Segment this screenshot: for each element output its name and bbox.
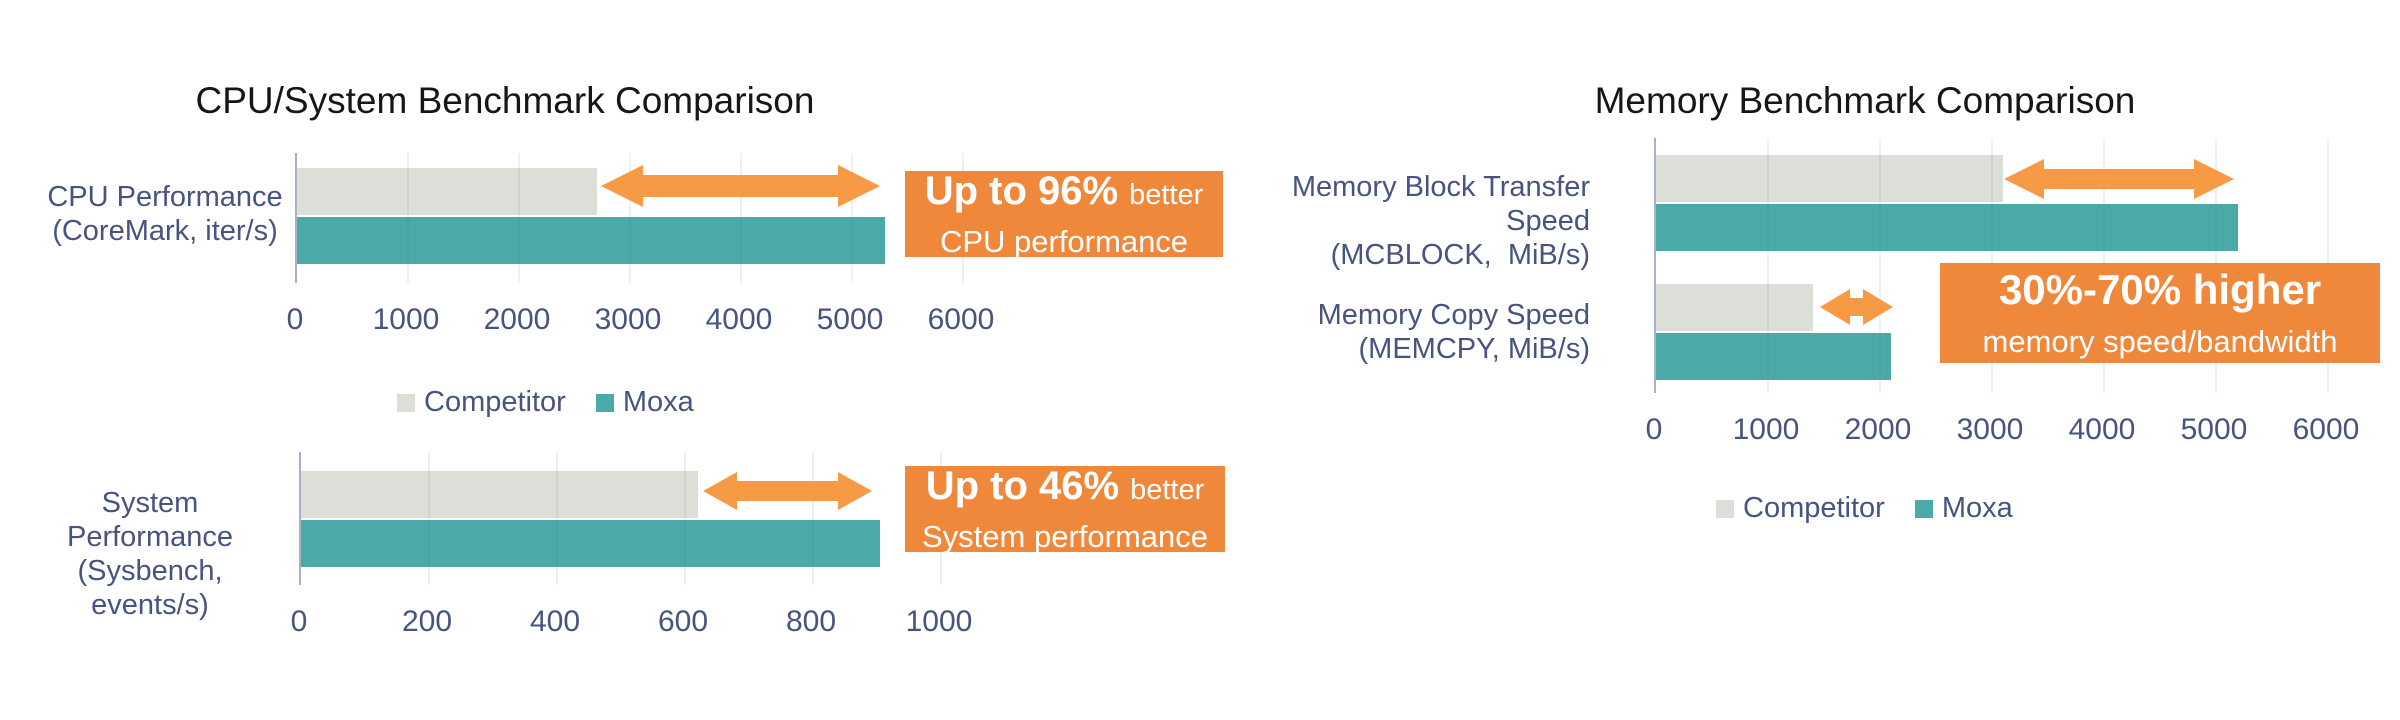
tick-label: 3000 [594,303,662,336]
tick-label: 3000 [1956,413,2024,446]
gridline [1767,138,1769,393]
moxa-bar [1656,204,2239,251]
tick-label: 1000 [905,605,973,638]
competitor-bar [1656,284,1813,331]
category-label-line: Memory Block Transfer Speed [1291,171,1590,237]
gridline [812,452,814,585]
gridline [851,153,853,283]
category-label-line: (Sysbench, events/s) [77,555,223,621]
category-label-system: System Performance (Sysbench, events/s) [17,486,283,622]
plot-area [295,153,993,283]
gridline [407,153,409,283]
legend-item-competitor: Competitor [397,386,566,419]
callout-tail-text: better [1129,179,1204,211]
legend-item-moxa: Moxa [1914,492,2013,525]
competitor-swatch-icon [397,393,415,412]
legend-label: Competitor [1743,492,1885,524]
callout-bold-text: 30%-70% higher [1998,265,2322,313]
tick-label: 1000 [1732,413,1800,446]
category-label-mcblock: Memory Block Transfer Speed (MCBLOCK, Mi… [1245,170,1590,272]
category-label-line: (CoreMark, iter/s) [52,215,278,247]
tick-label: 600 [657,605,709,638]
tick-label: 2000 [1844,413,1912,446]
category-label-line: (MCBLOCK, MiB/s) [1330,239,1590,271]
callout-bold-text: Up to 46% [925,464,1120,508]
tick-label: 400 [529,605,581,638]
tick-label: 5000 [816,303,884,336]
tick-label: 200 [401,605,453,638]
legend-label: Competitor [424,386,566,418]
category-label-line: CPU Performance [47,181,283,213]
category-label-line: (MEMCPY, MiB/s) [1358,333,1590,365]
tick-label: 4000 [2068,413,2136,446]
callout-line2: memory speed/bandwidth [1982,323,2338,359]
competitor-swatch-icon [1716,499,1734,518]
callout-system: Up to 46% better System performance [905,463,1225,554]
category-label-cpu: CPU Performance (CoreMark, iter/s) [35,180,295,248]
tick-label: 0 [290,605,308,638]
moxa-bar [297,217,886,264]
legend-cpu-chart: Competitor Moxa [397,386,694,419]
gridline [629,153,631,283]
gridline [684,452,686,585]
callout-cpu: Up to 96% better CPU performance [905,168,1223,259]
tick-label: 6000 [927,303,995,336]
double-arrow-icon [703,472,872,510]
callout-line2: System performance [922,519,1208,554]
legend-item-moxa: Moxa [595,386,694,419]
plot-area [299,452,971,585]
callout-line2: CPU performance [939,224,1189,259]
legend-label: Moxa [622,386,694,418]
callout-tail-text: better [1130,474,1205,506]
callout-line1: Up to 96% better [925,168,1204,223]
tick-label: 2000 [483,303,551,336]
category-label-memcpy: Memory Copy Speed (MEMCPY, MiB/s) [1245,298,1590,366]
tick-label: 4000 [705,303,773,336]
moxa-swatch-icon [595,393,614,412]
tick-label: 800 [785,605,837,638]
gridline [518,153,520,283]
moxa-swatch-icon [1914,499,1933,518]
callout-bold-text: Up to 96% [924,169,1119,213]
category-label-line: System Performance [66,487,233,553]
moxa-bar [301,520,881,567]
competitor-bar [297,168,597,215]
gridline [1879,138,1881,393]
legend-item-competitor: Competitor [1716,492,1885,525]
tick-label: 6000 [2292,413,2360,446]
legend-memory-chart: Competitor Moxa [1716,492,2013,525]
tick-label: 0 [286,303,304,336]
gridline [428,452,430,585]
tick-label: 1000 [372,303,440,336]
gridline [740,153,742,283]
callout-memory: 30%-70% higher memory speed/bandwidth [1940,263,2380,363]
competitor-bar [301,471,698,518]
gridline [556,452,558,585]
competitor-bar [1656,155,2004,202]
double-arrow-icon [601,165,880,207]
double-arrow-icon [1820,289,1893,325]
double-arrow-icon [2004,159,2234,199]
tick-label: 0 [1645,413,1663,446]
left-chart-title: CPU/System Benchmark Comparison [195,80,815,121]
callout-line1: Up to 46% better [926,463,1205,518]
callout-line1: 30%-70% higher [1998,265,2322,323]
legend-label: Moxa [1941,492,2013,524]
right-chart-title: Memory Benchmark Comparison [1594,80,2136,121]
tick-label: 5000 [2180,413,2248,446]
category-label-line: Memory Copy Speed [1317,299,1590,331]
moxa-bar [1656,333,1892,380]
